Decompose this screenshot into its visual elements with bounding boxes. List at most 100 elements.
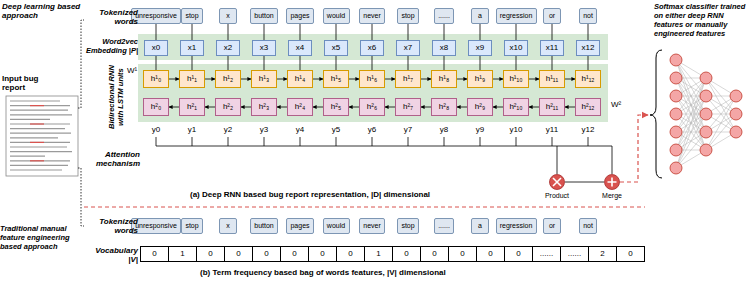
label: Tokenized words	[84, 8, 138, 26]
node-text: x5	[325, 41, 347, 55]
brace	[650, 50, 662, 178]
node-text: h¹₁₀	[504, 71, 528, 87]
text-line	[10, 160, 70, 161]
neuron	[730, 126, 742, 138]
node-text: h¹₀	[144, 71, 168, 87]
node-text: x3	[253, 41, 275, 55]
node-text: h¹₃	[252, 71, 276, 87]
token-box: x	[219, 218, 237, 234]
embedding-box: x3	[252, 40, 276, 56]
label: Attention mechanism	[84, 150, 140, 168]
node-text: button	[251, 9, 277, 23]
vocab-cell: ......	[532, 246, 561, 262]
token-box: x	[219, 8, 237, 24]
node-text: x	[220, 9, 236, 23]
attention-tick	[192, 137, 193, 146]
node-text: x4	[289, 41, 311, 55]
connector	[493, 79, 503, 80]
node-text: x2	[217, 41, 239, 55]
connector	[372, 56, 373, 70]
backward-lstm-cell: h²₁₁	[539, 98, 565, 116]
forward-lstm-cell: h¹₃	[251, 70, 277, 88]
node-text: x8	[433, 41, 455, 55]
vocab-cell: 1	[168, 246, 197, 262]
node-text: h²₇	[396, 99, 420, 115]
node-text: h²₉	[468, 99, 492, 115]
attention-tick	[228, 137, 229, 146]
connector	[444, 24, 445, 40]
attention-tick	[516, 137, 517, 146]
node-text: x12	[577, 41, 599, 55]
node-text: x1	[181, 41, 203, 55]
node-text: 2	[589, 247, 616, 261]
node-text: h¹₁₁	[540, 71, 564, 87]
node-text: x9	[469, 41, 491, 55]
connector	[588, 56, 589, 70]
vocab-cell: 2	[588, 246, 617, 262]
network-link	[706, 78, 736, 132]
connector	[300, 24, 301, 40]
node-text: h¹₅	[324, 71, 348, 87]
node-text: a	[472, 9, 488, 23]
label: y1	[182, 125, 202, 134]
text-line	[10, 128, 65, 129]
attention-feed	[612, 146, 613, 174]
bug-report-document	[6, 96, 78, 176]
connector	[493, 107, 503, 108]
connector	[313, 79, 323, 80]
connector	[444, 56, 445, 70]
token-box: would	[323, 8, 350, 24]
node-text: h¹₉	[468, 71, 492, 87]
node-text: h²₅	[324, 99, 348, 115]
node-text: button	[251, 219, 277, 233]
label: y12	[578, 125, 598, 134]
node-text: stop	[398, 219, 418, 233]
operator-circle	[605, 175, 620, 190]
forward-lstm-cell: h¹₂	[215, 70, 241, 88]
connector	[565, 107, 575, 108]
node-text: pages	[287, 219, 313, 233]
node-text: 0	[449, 247, 476, 261]
text-line	[10, 137, 58, 138]
connector	[241, 79, 251, 80]
connector	[300, 56, 301, 70]
node-text: Merge	[597, 174, 627, 200]
text-line	[10, 100, 60, 101]
neuron	[670, 108, 682, 120]
neuron	[670, 72, 682, 84]
connector	[169, 107, 179, 108]
vocab-cell: 0	[308, 246, 337, 262]
connector	[277, 79, 287, 80]
forward-lstm-cell: h¹₁₀	[503, 70, 529, 88]
label: Word2vec Embedding |P|	[84, 37, 138, 55]
neuron	[670, 126, 682, 138]
node-text: 1	[365, 247, 392, 261]
operator-symbol	[597, 174, 627, 191]
rnn-band	[138, 64, 608, 122]
node-text: x	[220, 219, 236, 233]
node-text: 0	[281, 247, 308, 261]
node-text: ......	[533, 247, 560, 261]
backward-lstm-cell: h²₁₀	[503, 98, 529, 116]
label: (b) Term frequency based bag of words fe…	[200, 268, 446, 277]
node-text: h²₄	[288, 99, 312, 115]
neuron	[700, 72, 712, 84]
connector	[385, 107, 395, 108]
network-link	[676, 78, 706, 132]
attention-tick	[444, 137, 445, 146]
connector	[228, 24, 229, 40]
connector	[264, 56, 265, 70]
node-text: h²₀	[144, 99, 168, 115]
connector	[228, 56, 229, 70]
token-box: ......	[434, 8, 454, 24]
operator-circle	[550, 175, 565, 190]
connector	[516, 56, 517, 70]
neuron	[700, 144, 712, 156]
section-separator	[84, 207, 645, 208]
label: y11	[542, 125, 562, 134]
attention-tick	[552, 137, 553, 146]
connector	[480, 24, 481, 40]
connector	[457, 79, 467, 80]
connector	[277, 107, 287, 108]
label: Deep learning based approach	[2, 2, 82, 20]
